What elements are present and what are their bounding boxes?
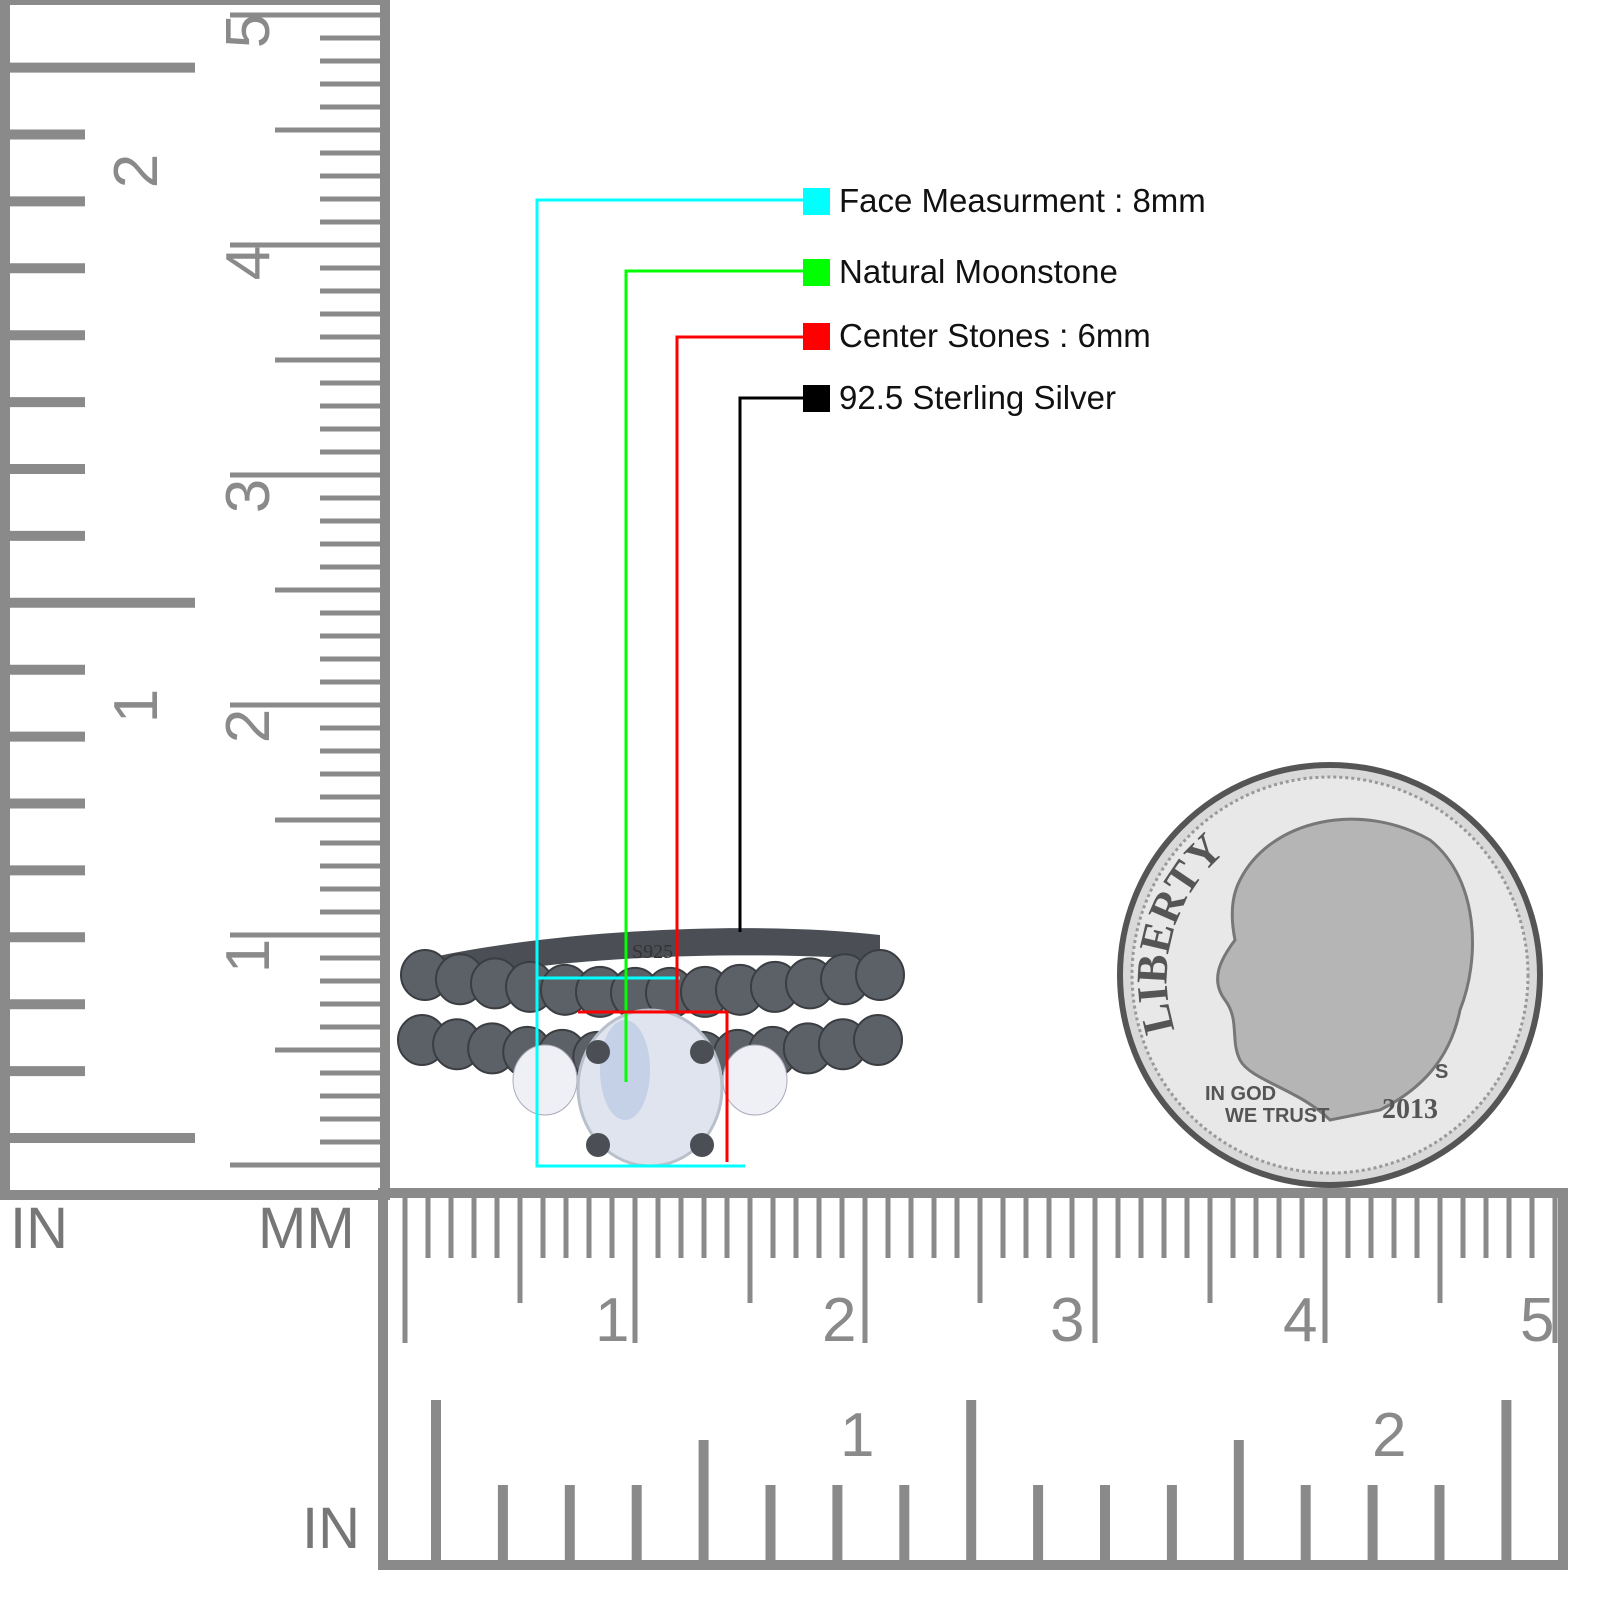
coin-trust-2: WE TRUST [1225,1105,1329,1127]
bottom-ruler-frame [378,1188,1568,1570]
bottom-in-label: 1 [840,1401,875,1470]
ring-image: S925 [397,928,905,1168]
left-ruler [0,0,390,1200]
unit-in-left: IN [10,1196,68,1261]
legend-label: Face Measurment : 8mm [839,182,1206,219]
black-swatch-icon [803,384,830,412]
ring-stamp: S925 [632,941,673,963]
green-swatch-icon [803,258,830,286]
legend-label: Natural Moonstone [839,253,1118,290]
bottom-mm-label: 2 [822,1286,857,1355]
left-in-label: 1 [102,688,172,724]
side-stone-right [722,1044,788,1116]
unit-mm: MM [258,1196,355,1261]
legend-face-measurement: Face Measurment : 8mm [803,182,1206,219]
left-mm-label: 2 [214,708,284,744]
bottom-mm-label: 3 [1050,1286,1085,1355]
bottom-mm-label: 5 [1520,1286,1555,1355]
legend-label: 92.5 Sterling Silver [839,379,1116,416]
coin-mint-mark: S [1435,1061,1448,1083]
ring-bead [853,1014,903,1066]
legend-natural-moonstone: Natural Moonstone [803,253,1118,290]
left-mm-label: 4 [214,245,284,281]
bottom-ruler [378,1188,1568,1570]
left-mm-label: 3 [214,478,284,514]
measurement-lines [535,198,803,1168]
left-mm-label: 5 [214,13,284,49]
silver-line [738,396,803,932]
left-in-label: 2 [102,153,172,189]
side-stone-left [512,1044,578,1116]
coin-trust-1: IN GOD [1205,1083,1276,1105]
cyan-swatch-icon [803,187,830,215]
face-measurement-line [535,198,803,1168]
legend-label: Center Stones : 6mm [839,317,1151,354]
dime-coin: LIBERTY IN GOD WE TRUST 2013 S [1117,762,1543,1188]
left-mm-label: 1 [214,938,284,974]
moonstone-line [624,269,803,1082]
ring-bead [855,949,905,1001]
bottom-mm-label: 1 [595,1286,630,1355]
legend-center-stones: Center Stones : 6mm [803,317,1151,354]
unit-in-bottom: IN [302,1496,360,1561]
center-stone-line [675,335,803,1012]
red-swatch-icon [803,322,830,350]
bottom-in-label: 2 [1372,1401,1407,1470]
legend-sterling-silver: 92.5 Sterling Silver [803,379,1116,416]
roosevelt-portrait [1216,817,1474,1122]
coin-year: 2013 [1382,1094,1438,1125]
bottom-mm-label: 4 [1283,1286,1318,1355]
left-ruler-frame [0,0,390,1200]
